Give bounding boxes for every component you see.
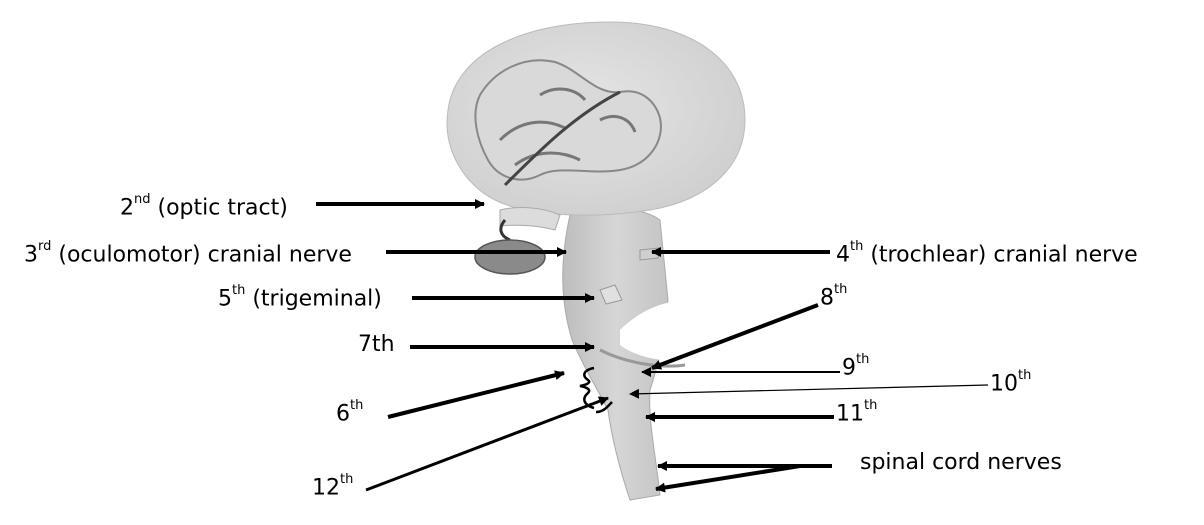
brainstem-shape: [562, 207, 669, 501]
label-oculomotor: 3rd (oculomotor) cranial nerve: [24, 239, 352, 268]
label-twelfth: 12th: [312, 472, 354, 501]
label-spinal-cord-nerves: spinal cord nerves: [860, 450, 1062, 475]
arrow-tenth: [629, 384, 989, 399]
bracket-shape: [579, 366, 613, 414]
label-sixth: 6th: [336, 398, 364, 427]
pointer-arrows: [316, 199, 989, 493]
label-seventh: 7th: [358, 332, 395, 357]
label-trochlear: 4th (trochlear) cranial nerve: [836, 239, 1138, 268]
label-eighth: 8th: [820, 282, 848, 311]
arrow-eighth: [651, 303, 819, 370]
arrow-spinal-lower: [655, 464, 801, 493]
label-trigeminal: 5th (trigeminal): [218, 283, 382, 312]
eye-shape: [474, 239, 546, 275]
arrow-sixth: [387, 370, 565, 419]
label-ninth: 9th: [842, 352, 870, 381]
label-tenth: 10th: [990, 368, 1032, 397]
label-eleventh: 11th: [836, 398, 878, 427]
brain-illustration: [446, 21, 746, 501]
arrow-twelfth: [365, 396, 609, 492]
label-optic-tract: 2nd (optic tract): [120, 192, 288, 221]
